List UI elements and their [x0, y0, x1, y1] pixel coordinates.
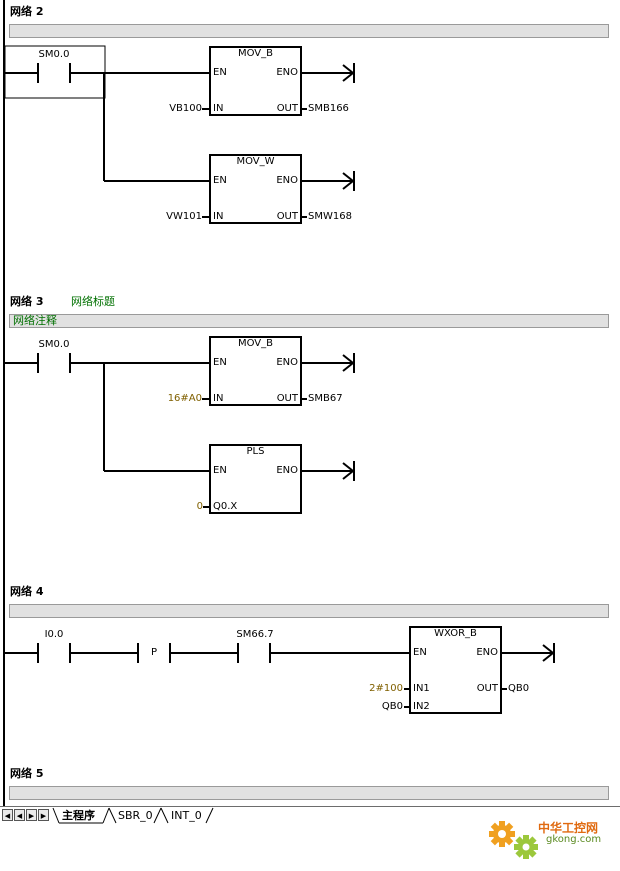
- box-mov-b-title[interactable]: MOV_B: [237, 48, 274, 59]
- pin-en: EN: [213, 465, 227, 476]
- ladder-diagram: [3, 0, 555, 806]
- pin-in2: IN2: [413, 701, 430, 712]
- tab-outlines: [52, 807, 214, 824]
- box-mov-w-title[interactable]: MOV_W: [236, 156, 275, 167]
- pin-eno: ENO: [276, 175, 298, 186]
- pin-in: IN: [213, 103, 224, 114]
- pin-eno: ENO: [276, 67, 298, 78]
- pin-eno: ENO: [276, 357, 298, 368]
- last-tab-button[interactable]: ▶: [38, 809, 49, 821]
- network-4-header[interactable]: 网络 4: [10, 585, 44, 598]
- watermark-logo: 中华工控网 gkong.com: [486, 815, 616, 867]
- gear-icon: [489, 821, 538, 859]
- first-tab-button[interactable]: ◀: [2, 809, 13, 821]
- tab-main-program[interactable]: 主程序: [62, 809, 95, 822]
- pin-in1: IN1: [413, 683, 430, 694]
- box-wxor-b-title[interactable]: WXOR_B: [434, 628, 477, 639]
- box-pls-title[interactable]: PLS: [246, 446, 265, 457]
- operand-in2[interactable]: QB0: [381, 701, 403, 712]
- watermark-name: 中华工控网: [538, 821, 599, 835]
- tab-int-0[interactable]: INT_0: [171, 809, 202, 822]
- network-2-comment[interactable]: [9, 24, 609, 38]
- prev-tab-button[interactable]: ◀: [14, 809, 25, 821]
- operand-out[interactable]: SMB166: [308, 103, 349, 114]
- contact-sm0-0-label[interactable]: SM0.0: [38, 339, 70, 350]
- pin-en: EN: [213, 175, 227, 186]
- network-3-header[interactable]: 网络 3: [10, 295, 44, 308]
- network-5-comment[interactable]: [9, 786, 609, 800]
- contact-sm0-0-label[interactable]: SM0.0: [38, 49, 70, 60]
- operand-in-constant[interactable]: 0: [196, 501, 203, 512]
- eno-arrows: [342, 63, 555, 663]
- watermark-url: gkong.com: [546, 834, 602, 845]
- network-2-header[interactable]: 网络 2: [10, 5, 44, 18]
- pin-out: OUT: [276, 211, 298, 222]
- pin-en: EN: [213, 67, 227, 78]
- network-3-title[interactable]: 网络标题: [71, 295, 115, 308]
- next-tab-button[interactable]: ▶: [26, 809, 37, 821]
- operand-out[interactable]: SMW168: [308, 211, 352, 222]
- operand-out[interactable]: QB0: [508, 683, 530, 694]
- box-mov-b-title[interactable]: MOV_B: [237, 338, 274, 349]
- pin-en: EN: [413, 647, 427, 658]
- program-tab-bar: ◀ ◀ ▶ ▶ 主程序 SBR_0 INT_0: [0, 806, 620, 827]
- selection-cursor: [4, 45, 106, 99]
- tab-sbr-0[interactable]: SBR_0: [118, 809, 153, 822]
- operand-in[interactable]: VW101: [166, 211, 202, 222]
- operand-out[interactable]: SMB67: [308, 393, 343, 404]
- contact-i0-0-label[interactable]: I0.0: [44, 629, 64, 640]
- pin-in: IN: [213, 211, 224, 222]
- network-5-header[interactable]: 网络 5: [10, 767, 44, 780]
- operand-in[interactable]: VB100: [169, 103, 202, 114]
- network-4-comment[interactable]: [9, 604, 609, 618]
- pin-en: EN: [213, 357, 227, 368]
- operand-in1-constant[interactable]: 2#100: [369, 683, 403, 694]
- pin-in: IN: [213, 393, 224, 404]
- pin-eno: ENO: [476, 647, 498, 658]
- contact-sm66-7-label[interactable]: SM66.7: [236, 629, 274, 640]
- contact-p-label[interactable]: P: [150, 647, 158, 658]
- network-3-comment[interactable]: 网络注释: [9, 314, 609, 328]
- pin-out: OUT: [276, 103, 298, 114]
- pin-eno: ENO: [276, 465, 298, 476]
- pin-out: OUT: [476, 683, 498, 694]
- pin-out: OUT: [276, 393, 298, 404]
- operand-in-constant[interactable]: 16#A0: [167, 393, 202, 404]
- ladder-editor[interactable]: 网络 2 SM0.0 MOV_B EN IN ENO OUT VB100 SMB…: [0, 0, 620, 806]
- pin-q0x: Q0.X: [213, 501, 238, 512]
